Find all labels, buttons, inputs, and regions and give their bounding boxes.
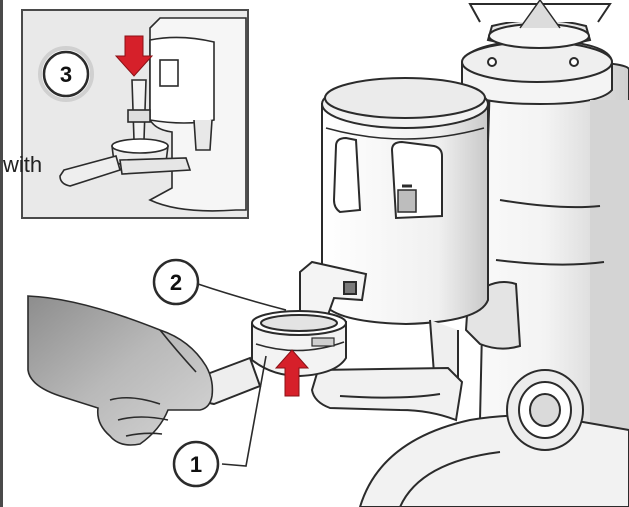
red-arrow-down bbox=[114, 35, 154, 77]
hand bbox=[27, 295, 214, 446]
callout-2: 2 bbox=[152, 258, 200, 306]
doser-canister bbox=[321, 77, 489, 326]
filter-basket bbox=[251, 310, 347, 378]
portafilter-holder bbox=[310, 366, 464, 422]
callout-1: 1 bbox=[172, 440, 220, 488]
leader-lines bbox=[197, 283, 287, 467]
svg-text:3: 3 bbox=[60, 62, 72, 87]
grinder-base bbox=[358, 281, 629, 507]
svg-text:2: 2 bbox=[170, 270, 182, 295]
inset-panel: 3 bbox=[21, 9, 249, 219]
svg-text:1: 1 bbox=[190, 452, 202, 477]
callout-3: 3 bbox=[38, 46, 94, 102]
left-border-line bbox=[0, 0, 3, 507]
red-arrow-up bbox=[274, 349, 310, 397]
fragment-text: with bbox=[3, 152, 43, 177]
